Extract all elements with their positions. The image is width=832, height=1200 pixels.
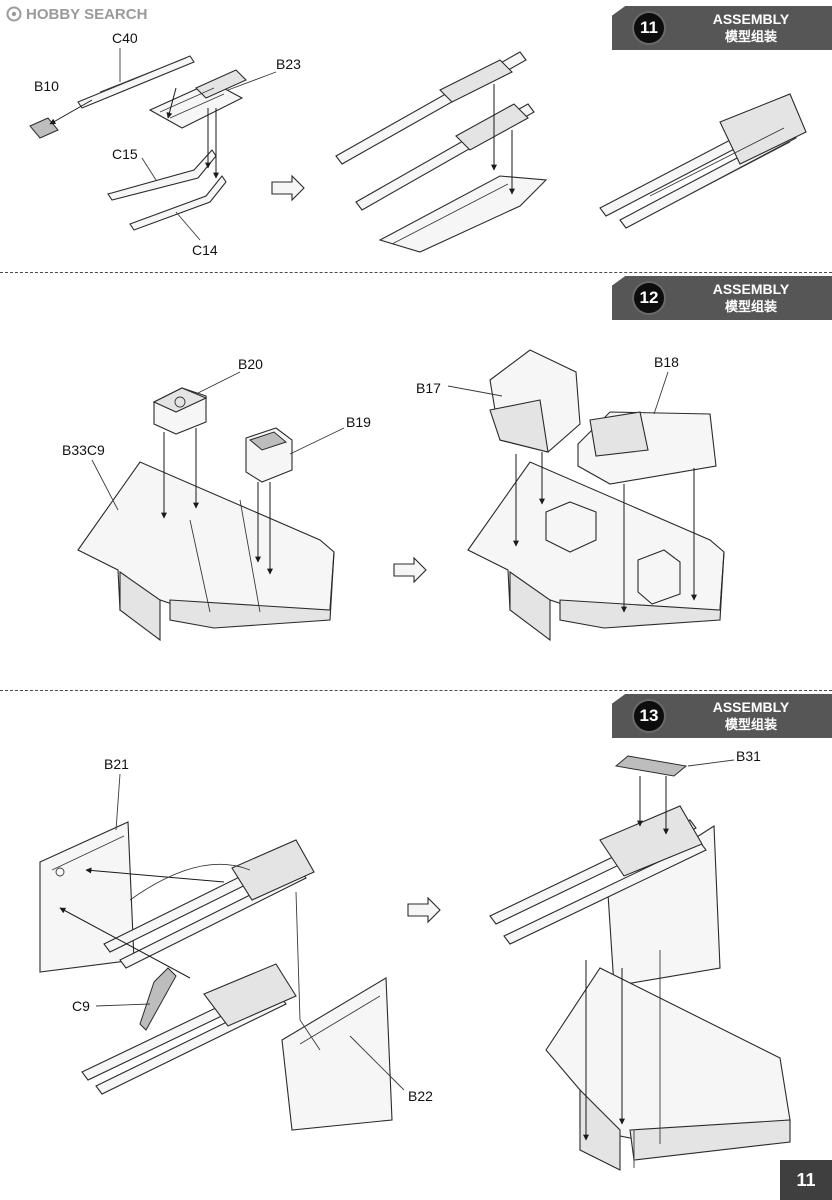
watermark-logo-icon bbox=[6, 6, 22, 22]
part-label-b17: B17 bbox=[416, 380, 441, 396]
step-12-banner: 12 ASSEMBLY 模型组装 bbox=[612, 276, 832, 320]
step-13-subtitle: 模型组装 bbox=[724, 717, 777, 732]
step-13-parts-diagram bbox=[39, 755, 791, 1171]
part-label-b22: B22 bbox=[408, 1088, 433, 1104]
part-label-c40: C40 bbox=[112, 30, 138, 46]
step-12-number: 12 bbox=[634, 283, 664, 313]
step-11-number: 11 bbox=[634, 13, 664, 43]
part-label-b33c9: B33C9 bbox=[62, 442, 105, 458]
hobby-search-watermark: HOBBY SEARCH bbox=[6, 4, 147, 24]
step-11-subtitle: 模型组装 bbox=[724, 29, 777, 44]
section-divider bbox=[0, 690, 832, 691]
part-label-b19: B19 bbox=[346, 414, 371, 430]
watermark-text: HOBBY SEARCH bbox=[26, 5, 148, 23]
part-label-b18: B18 bbox=[654, 354, 679, 370]
part-label-c9: C9 bbox=[72, 998, 90, 1014]
part-label-c15: C15 bbox=[112, 146, 138, 162]
step-13-title: ASSEMBLY bbox=[712, 699, 790, 715]
part-label-b21: B21 bbox=[104, 756, 129, 772]
step-12-title: ASSEMBLY bbox=[712, 281, 790, 297]
step-11-banner: 11 ASSEMBLY 模型组装 bbox=[612, 6, 832, 50]
step-11-parts-diagram bbox=[29, 48, 807, 253]
part-label-b10: B10 bbox=[34, 78, 59, 94]
step-12-subtitle: 模型组装 bbox=[724, 299, 777, 314]
step-13-number: 13 bbox=[634, 701, 664, 731]
step-11-title: ASSEMBLY bbox=[712, 11, 790, 27]
part-label-b23: B23 bbox=[276, 56, 301, 72]
page-number: 11 bbox=[780, 1160, 832, 1200]
part-label-b20: B20 bbox=[238, 356, 263, 372]
part-label-b31: B31 bbox=[736, 748, 761, 764]
part-label-c14: C14 bbox=[192, 242, 218, 258]
section-divider bbox=[0, 272, 832, 273]
step-12-parts-diagram bbox=[77, 349, 725, 642]
step-13-banner: 13 ASSEMBLY 模型组装 bbox=[612, 694, 832, 738]
